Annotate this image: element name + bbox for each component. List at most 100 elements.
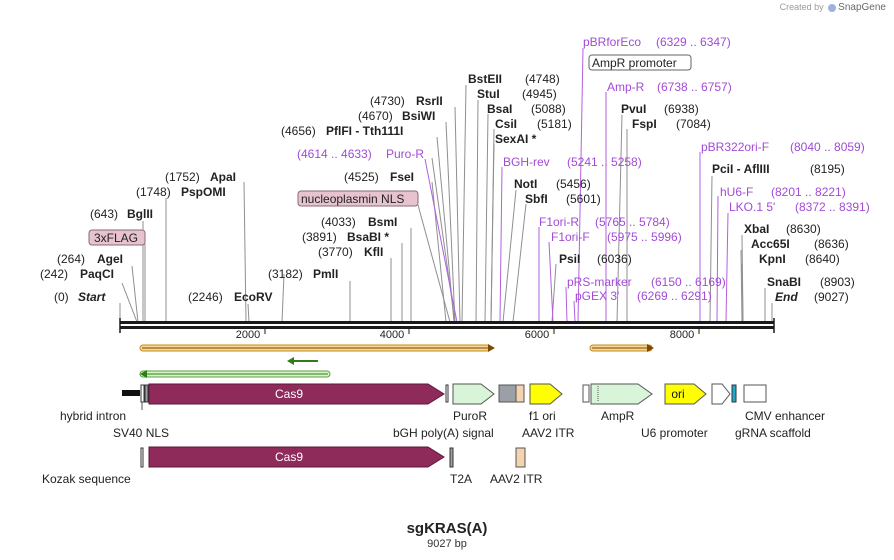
site-name: XbaI xyxy=(744,222,769,236)
cas9-feature xyxy=(148,383,445,405)
site-pos: (8630) xyxy=(786,222,821,236)
puror-feature xyxy=(452,383,495,405)
site-name: BsaBI * xyxy=(347,230,389,244)
site-name: ApaI xyxy=(210,170,236,184)
site-pos: (8195) xyxy=(810,162,845,176)
credit-prefix: Created by xyxy=(779,2,824,12)
site-pos: (8636) xyxy=(814,237,849,251)
primer-lines xyxy=(424,47,729,323)
site-pos: (5088) xyxy=(531,102,566,116)
site-name: BsaI xyxy=(487,102,512,116)
site-name: PvuI xyxy=(621,102,646,116)
aav2-itr-feature xyxy=(515,384,525,403)
site-pos: (2246) xyxy=(188,290,223,304)
primer-pos: (8372 .. 8391) xyxy=(795,200,870,214)
3xflag-box xyxy=(88,229,146,246)
site-name: Acc65I xyxy=(751,237,790,251)
primer-name: pGEX 3' xyxy=(575,289,619,303)
site-name: BglII xyxy=(127,207,153,221)
site-pos: (3770) xyxy=(318,245,353,259)
bgh-polya-label: bGH poly(A) signal xyxy=(393,426,494,440)
ruler-tick-label: 2000 xyxy=(236,329,260,341)
site-pos: (7084) xyxy=(676,117,711,131)
site-name: 3xFLAG xyxy=(94,231,138,245)
site-name: NotI xyxy=(514,177,537,191)
site-name: PflFI - Tth111I xyxy=(326,124,403,138)
primer-pos: (5765 .. 5784) xyxy=(595,215,670,229)
site-name: SnaBI xyxy=(767,275,801,289)
primer-pos: (8201 .. 8221) xyxy=(771,185,846,199)
feature-row-1: Cas9 ori xyxy=(122,383,767,405)
aav2-itr-label-2: AAV2 ITR xyxy=(490,472,543,486)
site-name: CsiI xyxy=(495,117,517,131)
grna-scaffold-label: gRNA scaffold xyxy=(735,426,811,440)
site-name: KpnI xyxy=(759,252,786,266)
map-title: sgKRAS(A) xyxy=(406,520,488,537)
site-pos: (6036) xyxy=(597,252,632,266)
site-name: PaqCI xyxy=(80,267,114,281)
f1-ori-label: f1 ori xyxy=(529,409,556,423)
primer-name: Amp-R xyxy=(607,80,645,94)
kozak-label: Kozak sequence xyxy=(42,472,131,486)
site-name: SexAI * xyxy=(495,132,537,146)
site-name: KflI xyxy=(364,245,383,259)
hybrid-intron-label: hybrid intron xyxy=(60,409,126,423)
snapgene-credit: Created by SnapGene xyxy=(780,2,886,13)
primer-name: hU6-F xyxy=(720,185,753,199)
cmv-enhancer-feature xyxy=(743,384,767,403)
site-pos: (4730) xyxy=(370,94,405,108)
site-pos: (4945) xyxy=(522,87,557,101)
ruler-tick-label: 6000 xyxy=(525,329,549,341)
ori-label: ori xyxy=(671,387,684,401)
site-pos: (1748) xyxy=(136,185,171,199)
backbone: 2000 4000 6000 8000 xyxy=(119,318,775,341)
site-pos: (8640) xyxy=(805,252,840,266)
ampr-label: AmpR xyxy=(601,409,635,423)
cas9-label: Cas9 xyxy=(275,387,303,401)
snapgene-logo-icon xyxy=(828,3,837,12)
site-name: AmpR promoter xyxy=(592,56,677,70)
primer-pos: (5975 .. 5996) xyxy=(607,230,682,244)
site-pos: (5456) xyxy=(556,177,591,191)
bgh-polya-feature xyxy=(498,384,517,403)
site-pos: (4525) xyxy=(344,170,379,184)
site-pos: (5601) xyxy=(566,192,601,206)
ori-feature xyxy=(664,383,707,405)
site-name: BsmI xyxy=(368,215,397,229)
cas9-label-2: Cas9 xyxy=(275,450,303,464)
u6-promoter-feature xyxy=(711,383,731,405)
site-pos: (264) xyxy=(57,252,85,266)
ruler-tick-label: 8000 xyxy=(670,329,694,341)
site-pos: (4748) xyxy=(525,72,560,86)
primer-pos: (5241 .. 5258) xyxy=(567,155,642,169)
site-name: AgeI xyxy=(97,252,123,266)
site-name: End xyxy=(775,290,798,304)
site-name: FspI xyxy=(632,117,657,131)
primer-pos: (6269 .. 6291) xyxy=(637,289,712,303)
site-name: PmlI xyxy=(313,267,338,281)
map-length: 9027 bp xyxy=(427,538,467,550)
credit-brand: SnapGene xyxy=(838,2,886,13)
primer-name: Puro-R xyxy=(386,147,424,161)
primer-pos: (4614 .. 4633) xyxy=(297,147,372,161)
primer-pos: (6329 .. 6347) xyxy=(656,35,731,49)
ampr-feature xyxy=(590,383,653,405)
site-name: PspOMI xyxy=(181,185,226,199)
site-pos: (242) xyxy=(40,267,68,281)
site-pos: (3891) xyxy=(302,230,337,244)
aav2-itr-label: AAV2 ITR xyxy=(522,426,575,440)
site-name: FseI xyxy=(390,170,414,184)
primer-pos: (6150 .. 6169) xyxy=(651,275,726,289)
site-name: StuI xyxy=(477,87,500,101)
site-pos: (4670) xyxy=(358,109,393,123)
sv40-nls-label: SV40 NLS xyxy=(113,426,169,440)
site-name: PciI - AflIII xyxy=(712,162,770,176)
site-pos: (6938) xyxy=(664,102,699,116)
primer-pos: (6738 .. 6757) xyxy=(657,80,732,94)
aav2-itr-feature-2 xyxy=(515,447,526,468)
puror-label: PuroR xyxy=(453,409,487,423)
site-name: BsiWI xyxy=(402,109,435,123)
site-pos: (9027) xyxy=(814,290,849,304)
primer-name: LKO.1 5' xyxy=(729,200,775,214)
